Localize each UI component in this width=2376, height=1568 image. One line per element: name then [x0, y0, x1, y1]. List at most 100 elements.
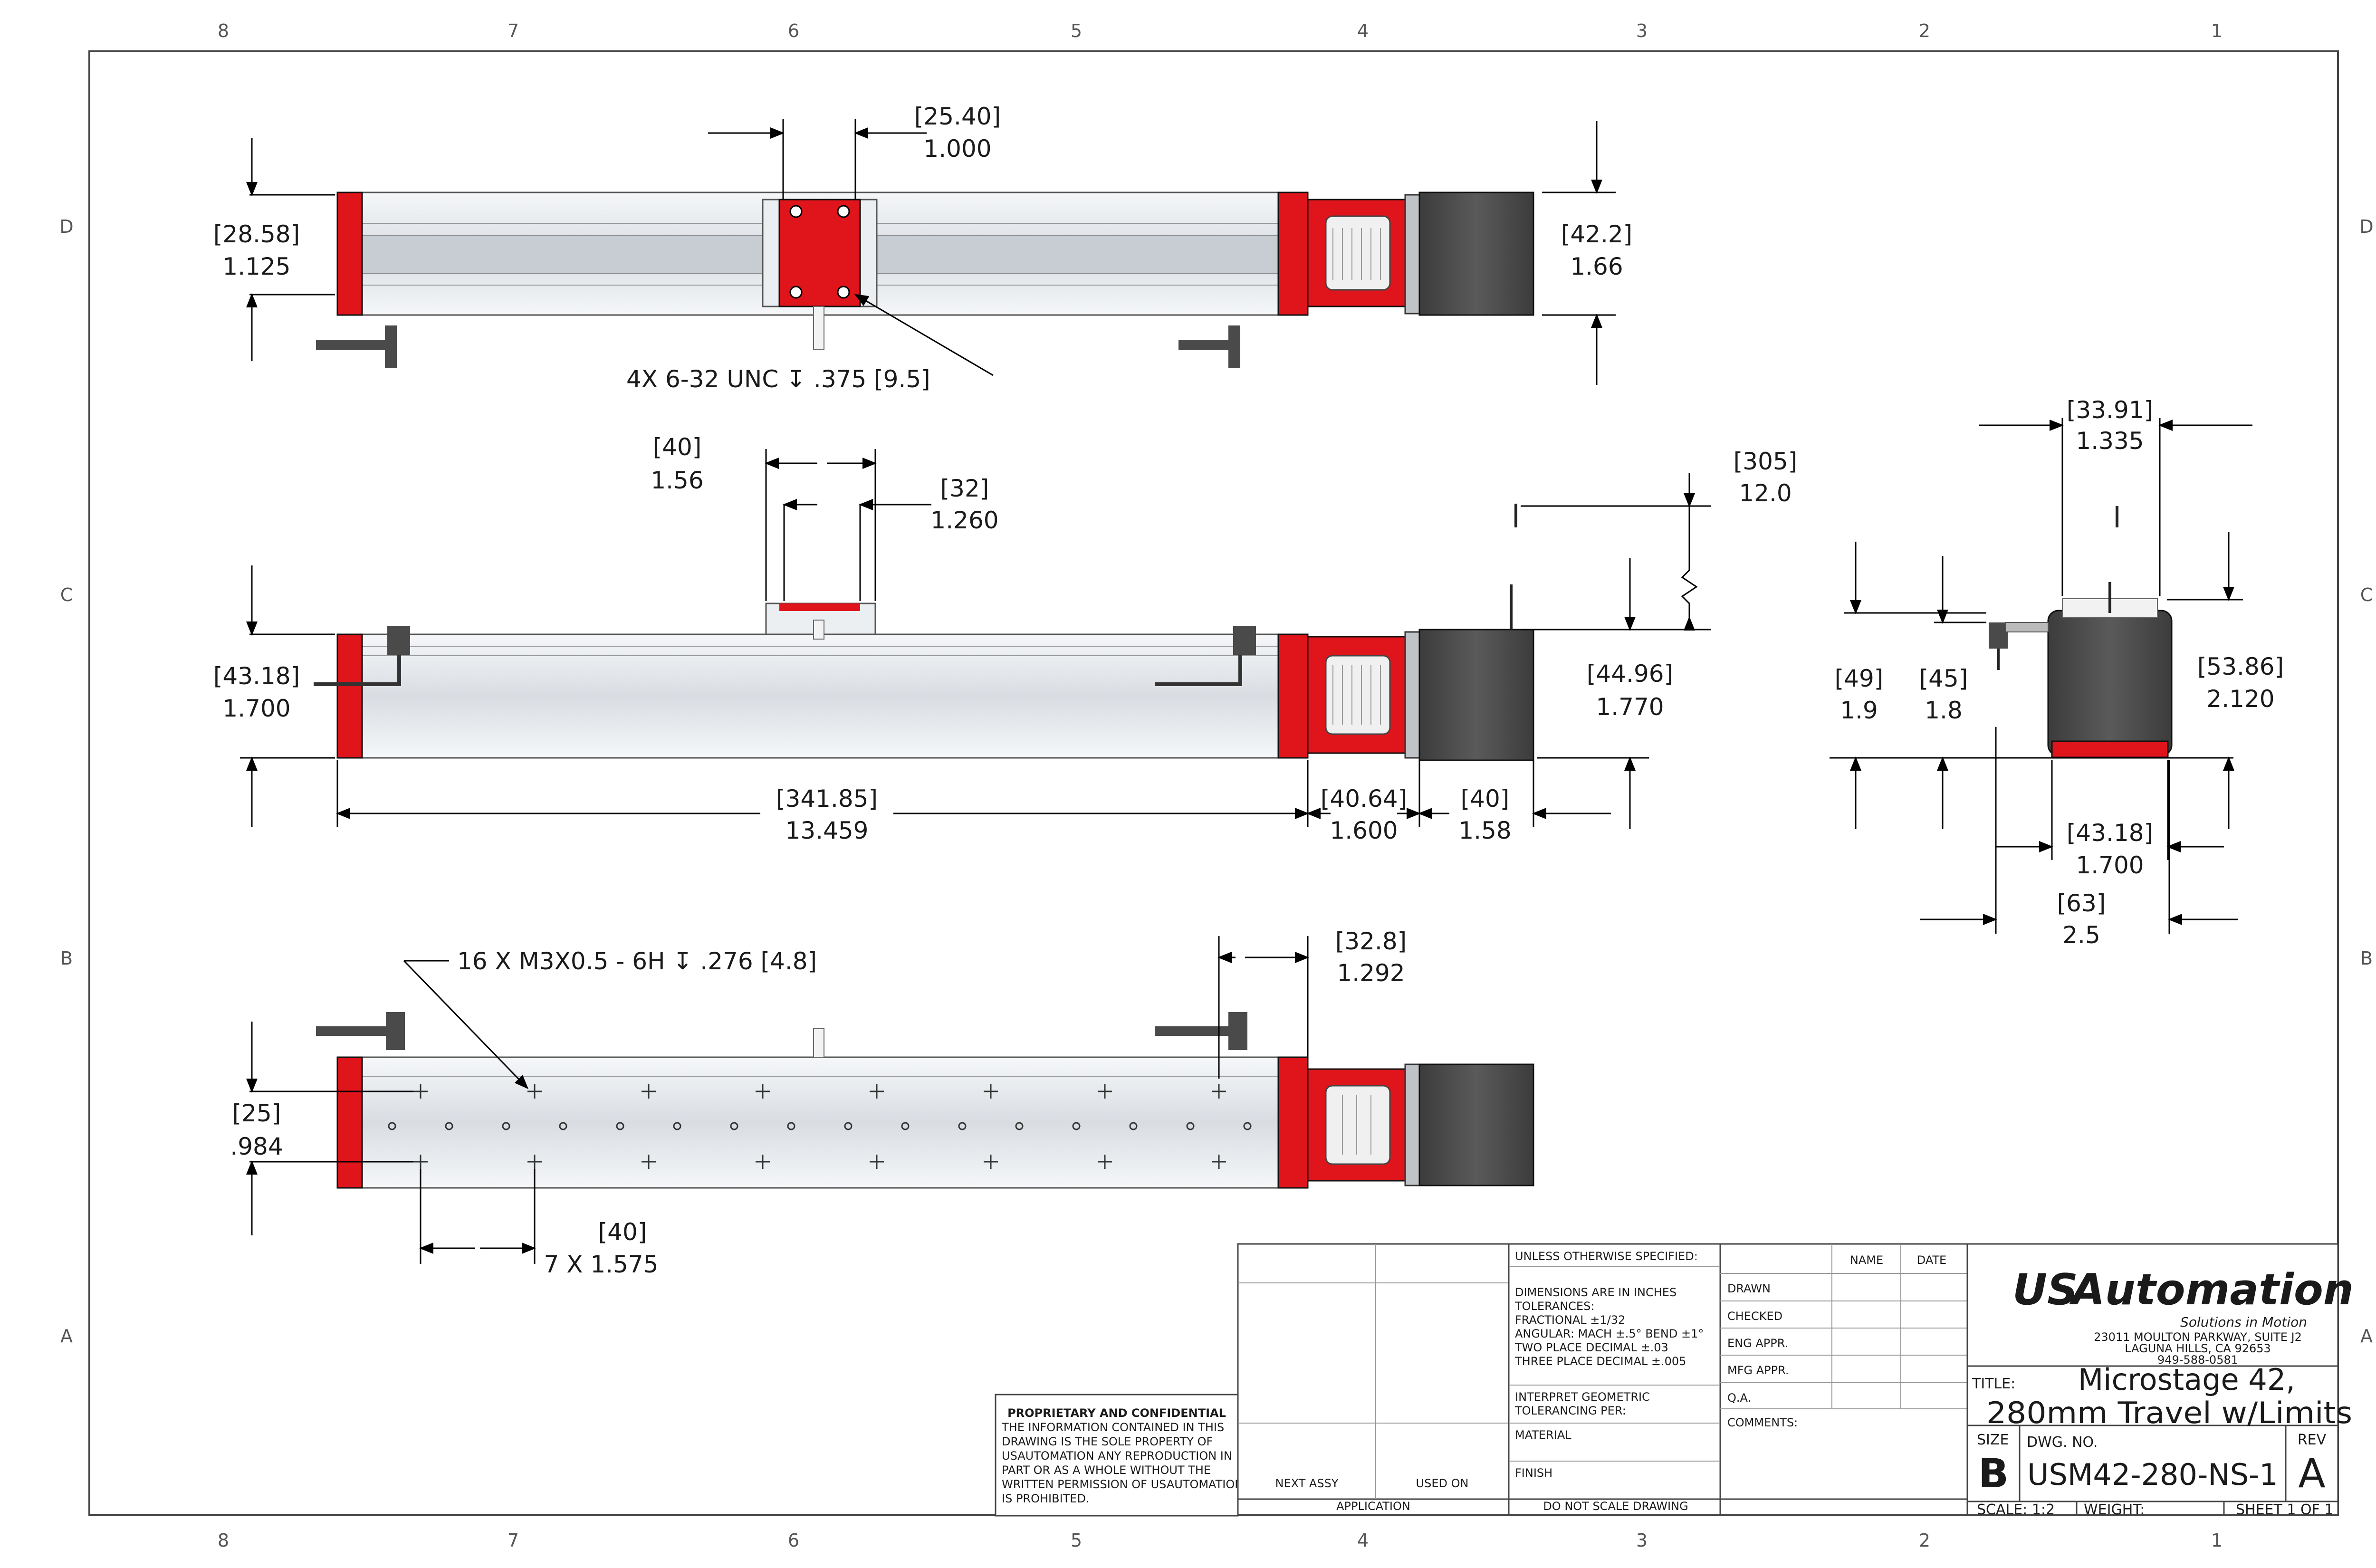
right-zone-labels: D C B A [2359, 216, 2373, 1347]
rail-body [359, 633, 1293, 759]
dim-imperial: 12.0 [1739, 479, 1792, 507]
dim-metric: [44.96] [1587, 660, 1673, 688]
address-line: 23011 MOULTON PARKWAY, SUITE J2 [2094, 1330, 2302, 1344]
bottom-view: 16 X M3X0.5 - 6H ↧ .276 [4.8] [32.8] 1.2… [230, 927, 1534, 1278]
end-cap-left [336, 633, 363, 759]
logo-us: US [2012, 1265, 2078, 1315]
dim-imperial: 7 X 1.575 [544, 1251, 659, 1278]
dim-metric: [49] [1835, 665, 1884, 692]
end-cap-right [1277, 191, 1309, 316]
drawing-title-line2: 280mm Travel w/Limits [1986, 1396, 2352, 1430]
dwg-no-label: DWG. NO. [2027, 1434, 2098, 1451]
motor-end [2047, 610, 2173, 756]
zone-label-top: 4 [1357, 20, 1369, 41]
dim-imperial: 2.120 [2206, 685, 2274, 713]
zone-label-bottom: 7 [508, 1530, 519, 1551]
zone-label-bottom: 6 [788, 1530, 799, 1551]
dim-imperial: 1.9 [1840, 697, 1878, 724]
end-cap-left [336, 1056, 363, 1189]
material-label: MATERIAL [1515, 1428, 1571, 1442]
proprietary-heading: PROPRIETARY AND CONFIDENTIAL [1007, 1406, 1226, 1420]
dim-metric: [25.40] [914, 103, 1001, 130]
dim-imperial: 1.700 [222, 695, 290, 722]
dim-imperial: 1.600 [1330, 817, 1398, 844]
weight-label: WEIGHT: [2084, 1501, 2145, 1518]
dwg-no-value: USM42-280-NS-1 [2027, 1457, 2278, 1492]
dim-imperial: .984 [230, 1133, 283, 1160]
dim-metric: [42.2] [1561, 220, 1632, 248]
dim-imperial: 1.125 [222, 253, 290, 280]
dim-imperial: 2.5 [2062, 921, 2100, 949]
finish-label: FINISH [1515, 1466, 1552, 1480]
dim-metric: [40.64] [1321, 785, 1407, 813]
mounting-holes [388, 1084, 1252, 1169]
dim-metric: [40] [653, 433, 702, 461]
size-value: B [1978, 1450, 2009, 1497]
dim-imperial: 1.000 [923, 135, 991, 163]
dim-metric: [43.18] [213, 662, 300, 690]
dim-imperial: 1.770 [1596, 693, 1664, 721]
dim-metric: [40] [598, 1218, 647, 1246]
approval-row: DRAWN [1727, 1282, 1771, 1295]
proprietary-box [995, 1394, 1239, 1517]
dim-metric: [63] [2057, 889, 2106, 917]
application-label: APPLICATION [1336, 1500, 1410, 1513]
tolerance-line: DIMENSIONS ARE IN INCHES [1515, 1286, 1677, 1299]
tolerance-line: TOLERANCES: [1514, 1300, 1594, 1313]
zone-label-left: B [60, 948, 73, 969]
approval-row: CHECKED [1727, 1310, 1782, 1323]
top-zone-labels: 8 7 6 5 4 3 2 1 [218, 20, 2223, 41]
dim-metric: [40] [1461, 785, 1510, 813]
zone-label-top: 8 [218, 20, 229, 41]
dim-metric: [25] [232, 1100, 281, 1127]
rev-value: A [2298, 1450, 2325, 1497]
dim-imperial: 1.56 [651, 467, 703, 494]
title-block: PROPRIETARY AND CONFIDENTIAL THE INFORMA… [995, 1243, 2354, 1518]
proprietary-line: USAUTOMATION ANY REPRODUCTION IN [1002, 1449, 1232, 1463]
title-label: TITLE: [1972, 1376, 2015, 1392]
date-header: DATE [1917, 1253, 1946, 1267]
interpret-line: TOLERANCING PER: [1514, 1404, 1626, 1417]
zone-label-left: A [60, 1326, 73, 1347]
dim-metric: [305] [1734, 448, 1797, 475]
scale-label: SCALE: 1:2 [1977, 1501, 2055, 1518]
zone-label-top: 3 [1636, 20, 1648, 41]
proprietary-line: THE INFORMATION CONTAINED IN THIS [1001, 1421, 1224, 1434]
sheet-label: SHEET 1 OF 1 [2236, 1501, 2334, 1518]
bottom-zone-labels: 8 7 6 5 4 3 2 1 [218, 1530, 2223, 1551]
zone-label-bottom: 3 [1636, 1530, 1648, 1551]
zone-label-top: 5 [1071, 20, 1082, 41]
zone-label-right: D [2359, 216, 2373, 237]
proprietary-line: PART OR AS A WHOLE WITHOUT THE [1002, 1463, 1211, 1477]
dim-metric: [341.85] [776, 785, 878, 813]
hole-callout-note: 16 X M3X0.5 - 6H ↧ .276 [4.8] [457, 947, 817, 975]
dim-metric: [53.86] [2197, 653, 2284, 680]
end-cap-right [1277, 633, 1309, 759]
approval-row: Q.A. [1727, 1391, 1751, 1405]
rail-body [359, 1056, 1293, 1189]
next-assy-label: NEXT ASSY [1275, 1477, 1339, 1490]
rev-label: REV [2298, 1432, 2327, 1448]
zone-label-right: C [2360, 584, 2373, 605]
dim-imperial: 1.8 [1925, 697, 1963, 724]
zone-label-bottom: 8 [218, 1530, 229, 1551]
dim-metric: [32.8] [1335, 927, 1407, 955]
do-not-scale-label: DO NOT SCALE DRAWING [1543, 1500, 1688, 1513]
zone-label-bottom: 1 [2211, 1530, 2223, 1551]
side-view: [40] 1.56 [32] 1.260 [305] 12.0 [43.18] … [213, 433, 1797, 844]
dim-metric: [43.18] [2067, 819, 2153, 847]
dim-imperial: 1.260 [930, 507, 998, 534]
proprietary-line: DRAWING IS THE SOLE PROPERTY OF [1002, 1435, 1213, 1448]
used-on-label: USED ON [1416, 1477, 1469, 1490]
dim-metric: [32] [940, 475, 989, 502]
approval-row: MFG APPR. [1727, 1364, 1789, 1377]
zone-label-left: C [60, 584, 73, 605]
tolerance-line: THREE PLACE DECIMAL ±.005 [1514, 1355, 1686, 1368]
zone-label-left: D [59, 216, 73, 237]
zone-label-top: 6 [788, 20, 799, 41]
top-view: [25.40] 1.000 [28.58] 1.125 [42.2] 1.66 … [213, 103, 1632, 393]
name-header: NAME [1850, 1253, 1883, 1267]
stepper-motor [1418, 629, 1534, 761]
